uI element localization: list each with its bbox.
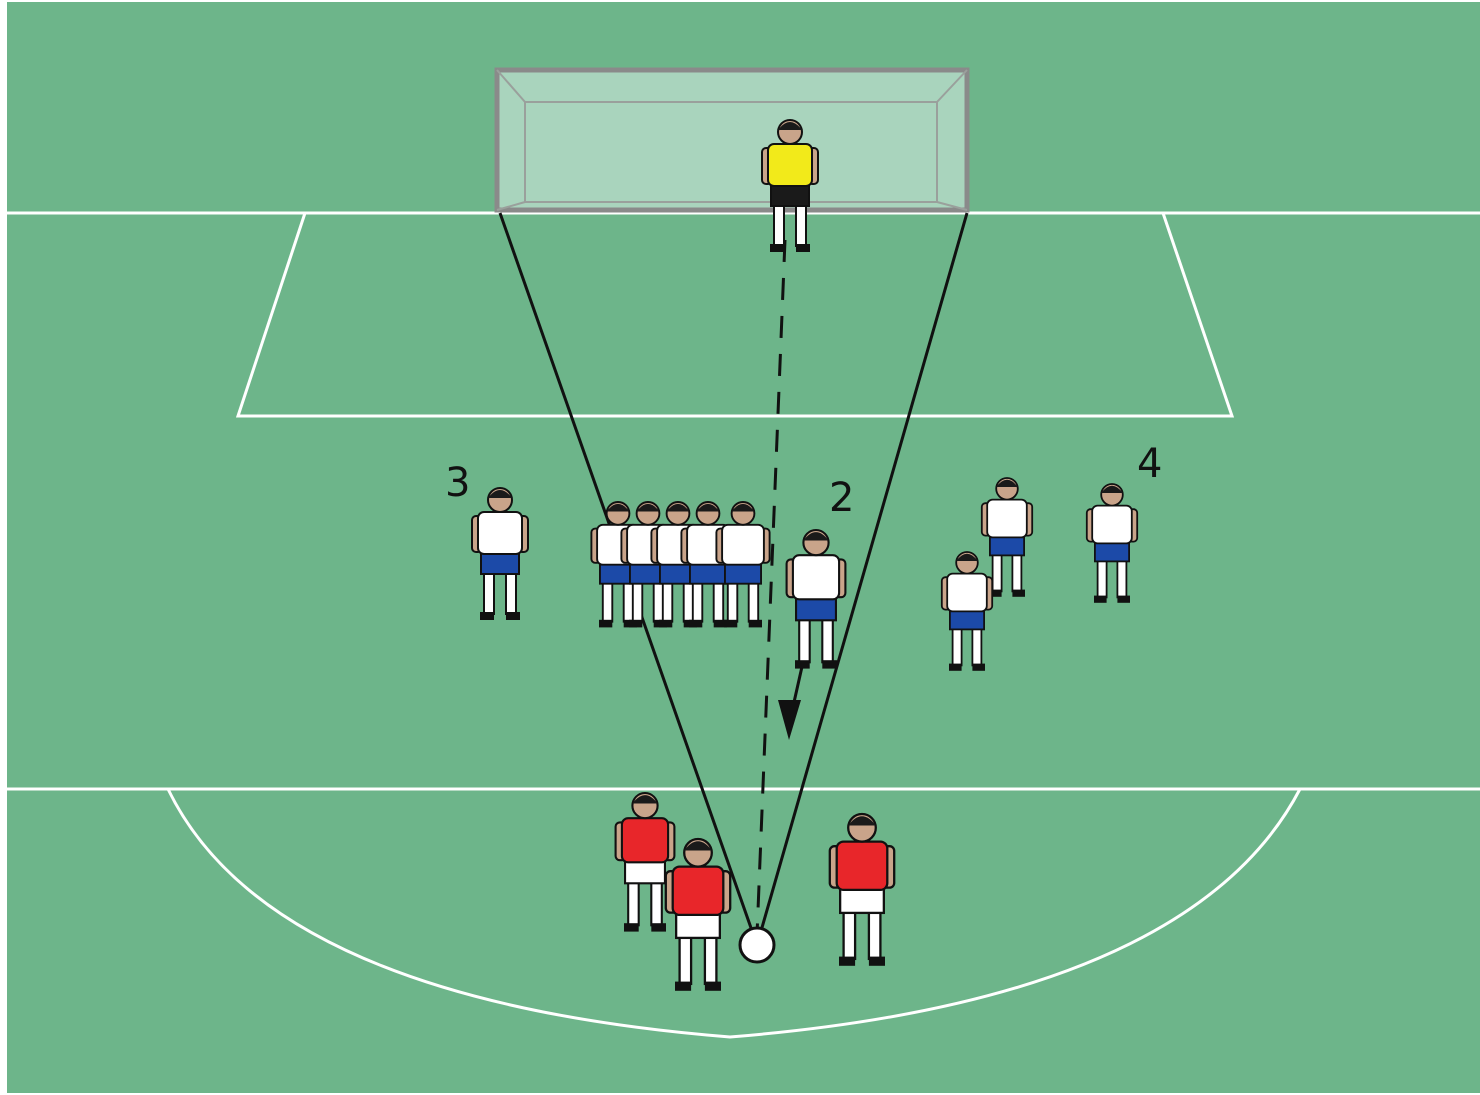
- goal-icon: [497, 70, 967, 210]
- player-label-2: 2: [829, 475, 854, 521]
- goal-net-back: [525, 102, 937, 202]
- player-label-3: 3: [445, 460, 470, 506]
- player-label-4: 4: [1137, 441, 1162, 487]
- ball-icon: [740, 928, 774, 962]
